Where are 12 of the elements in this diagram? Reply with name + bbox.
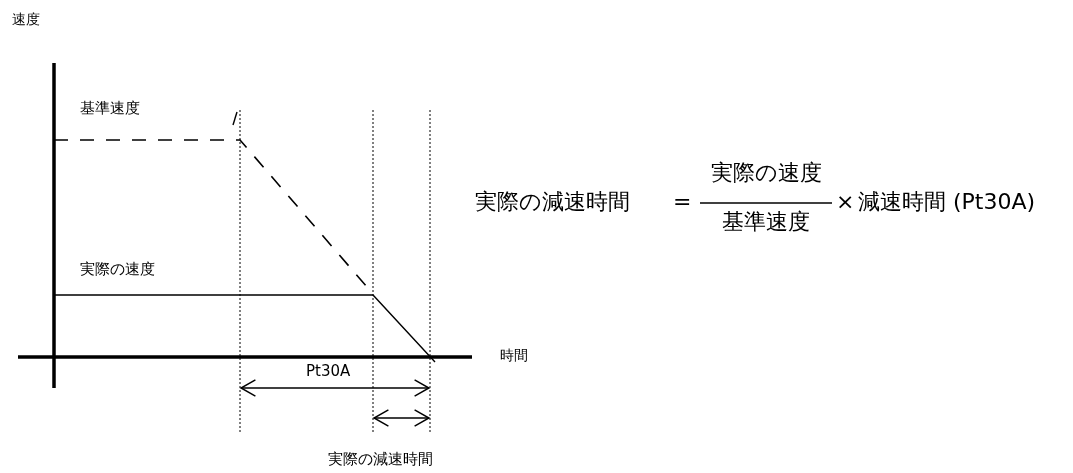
equals-sign: =	[673, 191, 692, 213]
axis-label: 速度	[12, 12, 40, 26]
dimension-label: Pt30A	[306, 364, 351, 379]
formula-text: 減速時間 (Pt30A)	[858, 191, 1036, 213]
formula-text: 実際の減速時間	[475, 191, 630, 213]
curve-label: 実際の速度	[80, 262, 155, 277]
times-sign: ×	[836, 191, 855, 213]
curve-label: 基準速度	[80, 101, 140, 116]
axis-label: 時間	[500, 348, 528, 362]
formula-text: 基準速度	[722, 211, 810, 233]
dimension-label: 実際の減速時間	[327, 452, 433, 467]
formula-text: 実際の速度	[710, 162, 822, 184]
